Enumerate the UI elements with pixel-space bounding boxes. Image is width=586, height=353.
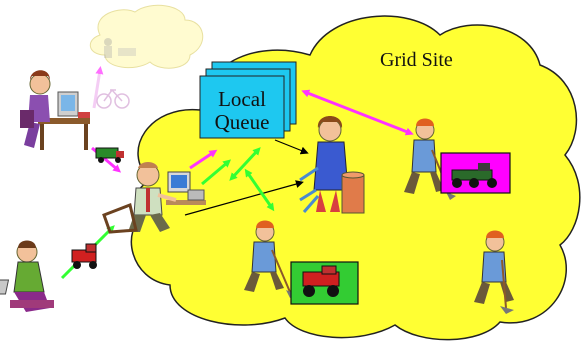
grid-site-label: Grid Site <box>380 49 453 71</box>
user-with-laptop-icon <box>0 240 54 312</box>
local-queue: Local Queue <box>199 61 297 139</box>
truck-icon <box>71 243 97 269</box>
arrow-scheduler-to-queue-magenta <box>189 149 218 170</box>
arrow-scheduler-to-queue-green <box>201 159 232 186</box>
tractor-box <box>440 152 511 194</box>
faded-arrow <box>92 66 104 109</box>
truck-box <box>290 261 359 305</box>
tractor-icon <box>451 163 497 188</box>
bicycle-icon <box>96 88 130 109</box>
worker-with-shovel-icon <box>244 220 296 298</box>
arrow-queue-scheduler-green <box>229 147 261 181</box>
local-queue-label-line1: Local <box>218 87 266 111</box>
queue-manager-person-icon <box>299 116 365 214</box>
scheduler-person-icon <box>102 162 206 234</box>
truck-icon <box>95 147 124 163</box>
faded-worker-icon <box>104 38 136 58</box>
arrow-scheduler-to-worker-green <box>244 168 275 212</box>
arrow-queue-to-manager <box>274 139 309 155</box>
local-queue-label-line2: Queue <box>215 110 270 134</box>
worker-with-shovel-icon <box>474 230 514 314</box>
arrow-scheduler-to-manager <box>184 180 304 216</box>
faded-cloud <box>90 4 204 69</box>
user-at-desk-icon <box>20 70 90 150</box>
truck-icon <box>302 265 340 297</box>
arrow-queue-to-worker <box>301 89 414 136</box>
